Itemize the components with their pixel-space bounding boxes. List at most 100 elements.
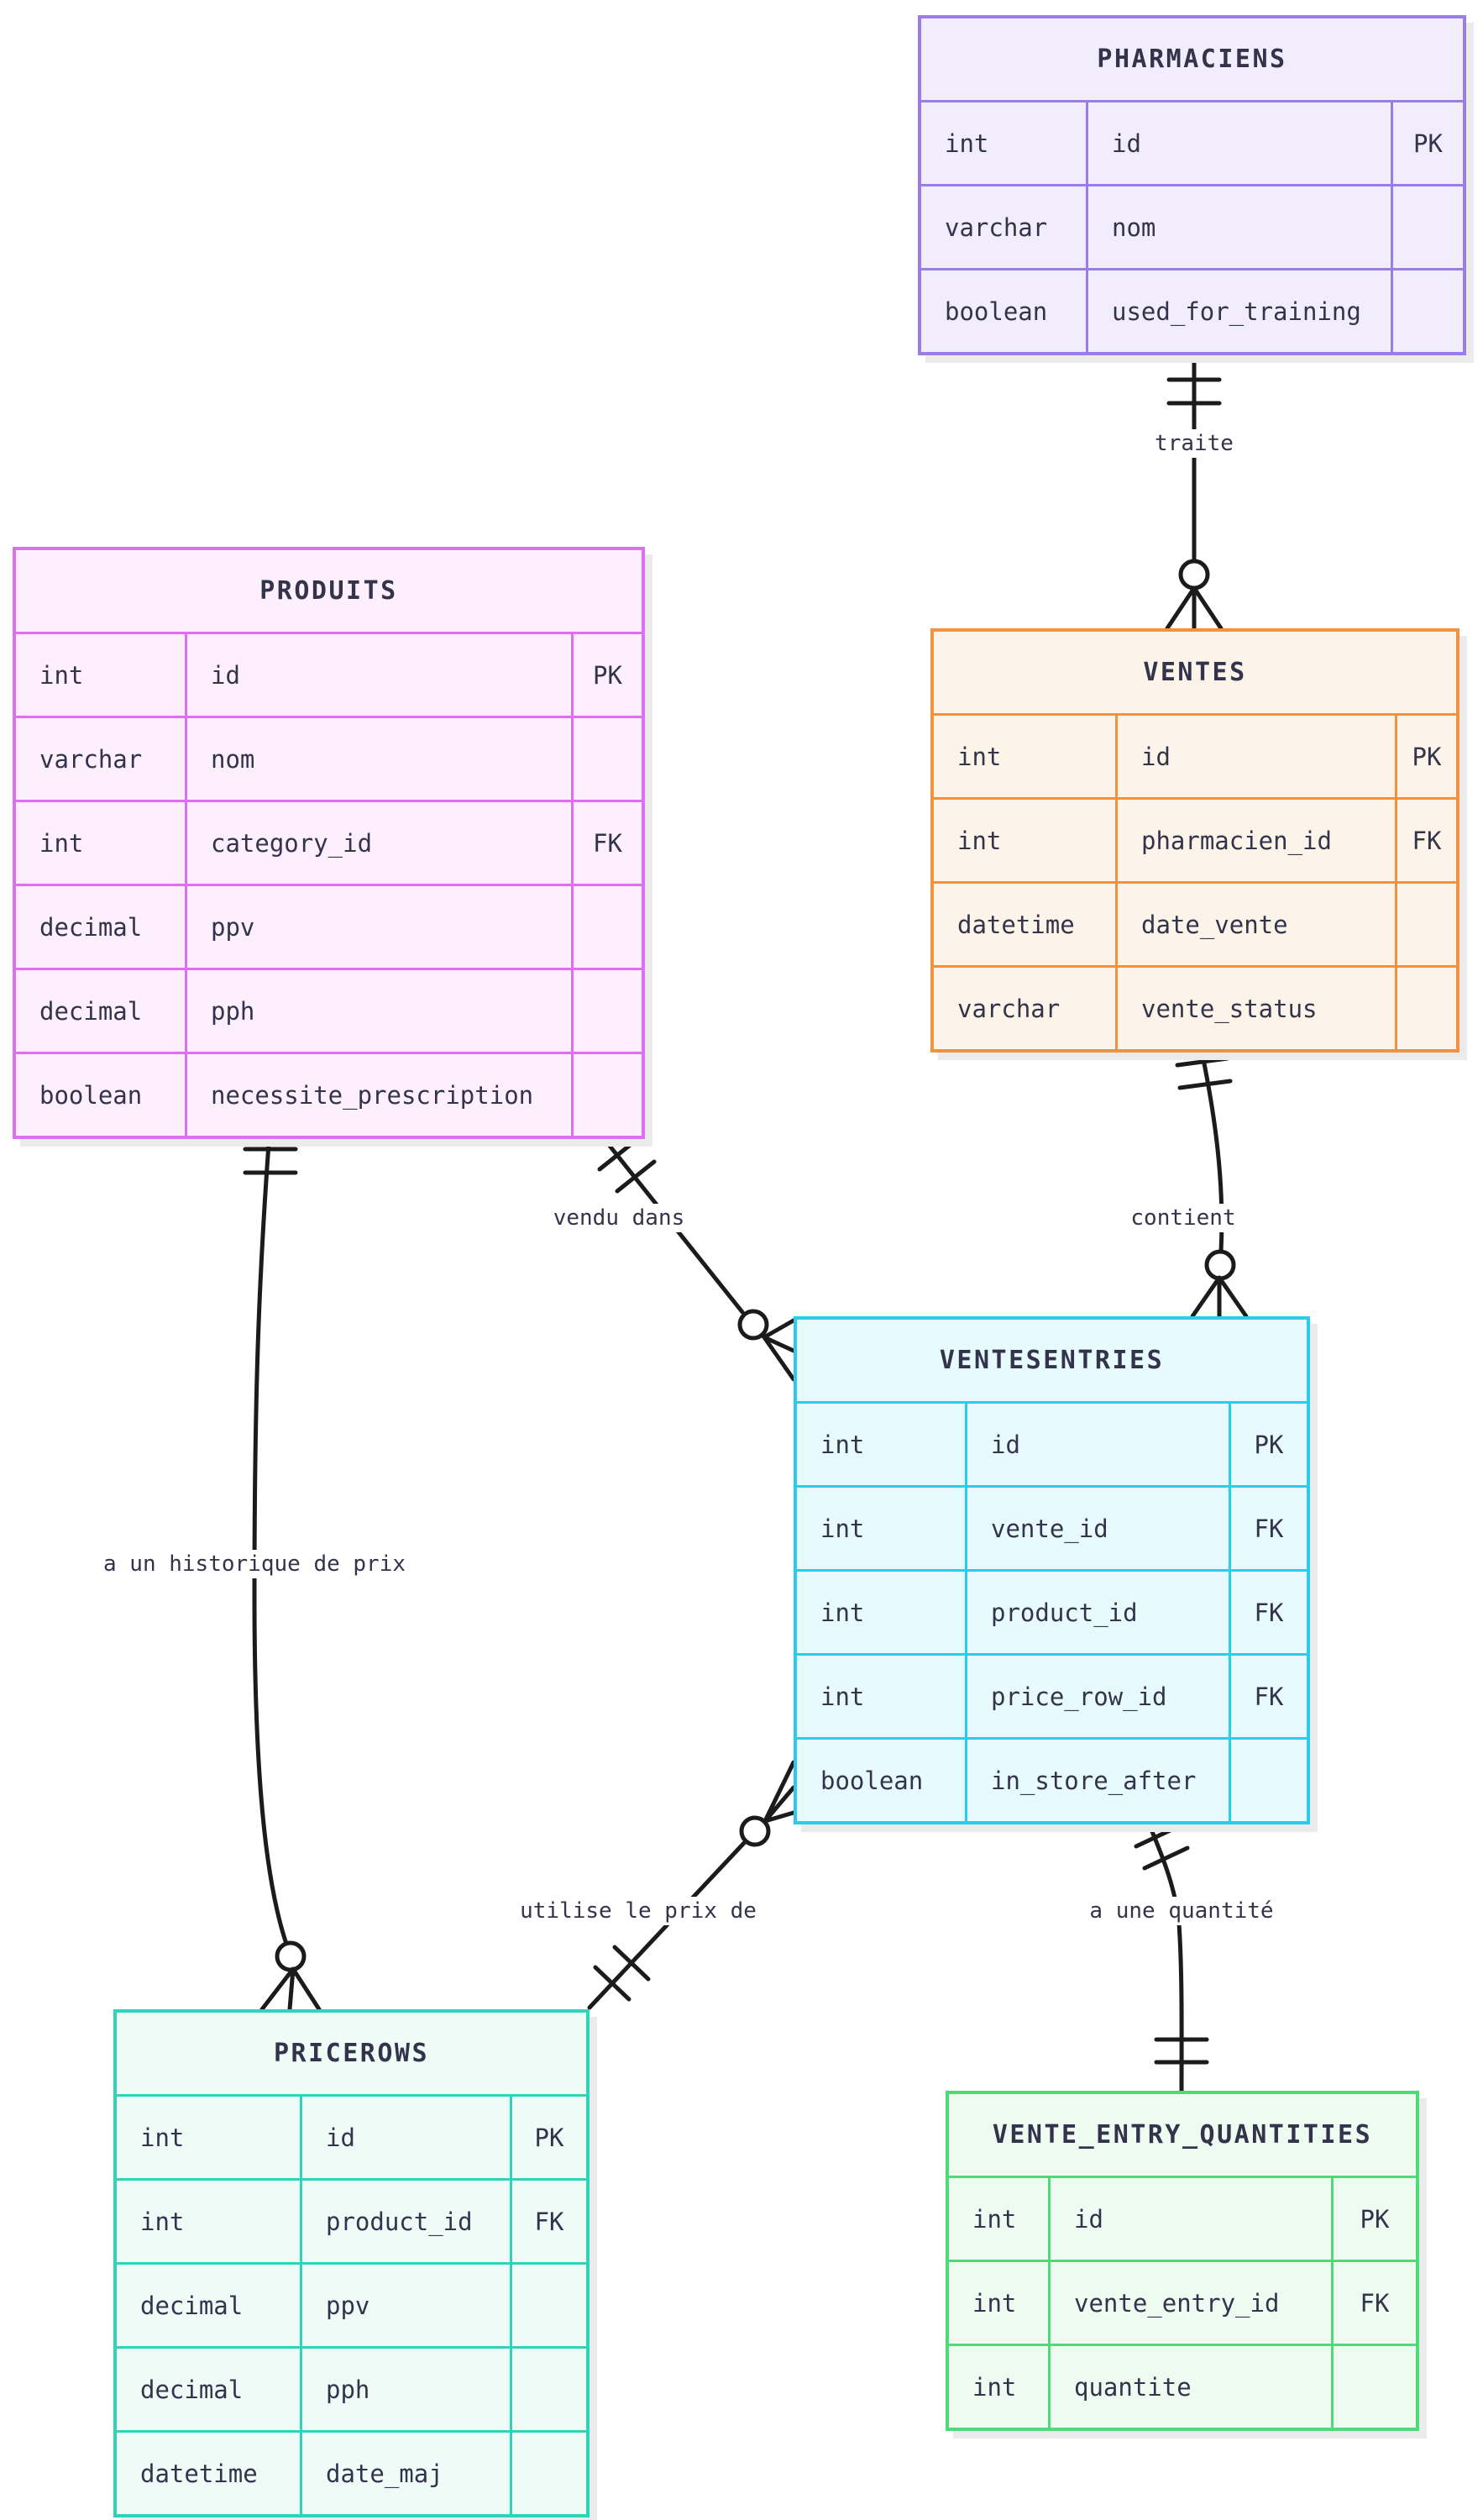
attribute-key [574,886,642,968]
attribute-key [512,2433,586,2514]
attribute-type: decimal [16,886,185,968]
relationship-utilise-le-prix-de [587,1760,796,2010]
attribute-key [1231,1740,1307,1821]
attribute-key: PK [1393,102,1463,184]
attribute-type: int [797,1656,965,1737]
attribute-type: int [117,2097,300,2178]
relationship-label-utilise-le-prix-de: utilise le prix de [513,1897,763,1925]
attribute-type: decimal [117,2349,300,2430]
attribute-name: date_maj [302,2433,510,2514]
attribute-name: nom [1088,186,1391,268]
attribute-name: product_id [302,2181,510,2262]
attribute-name: nom [187,718,571,800]
attribute-name: used_for_training [1088,270,1391,352]
attribute-type: int [949,2346,1048,2428]
attribute-key: PK [1397,716,1456,797]
attribute-type: int [16,634,185,716]
attribute-type: int [934,716,1115,797]
attribute-key: PK [574,634,642,716]
attribute-type: int [934,800,1115,881]
attribute-key: FK [1231,1572,1307,1653]
relationship-contient [1175,1037,1249,1319]
attribute-type: int [921,102,1086,184]
attribute-key [574,970,642,1052]
attribute-type: int [797,1572,965,1653]
entity-title-ventesentries: VENTESENTRIES [797,1320,1307,1401]
attribute-key [1397,884,1456,965]
attribute-type: int [949,2178,1048,2260]
entity-title-pharmaciens: PHARMACIENS [921,18,1463,100]
attribute-name: ppv [187,886,571,968]
attribute-key [574,718,642,800]
attribute-key [1393,270,1463,352]
attribute-name: pharmacien_id [1118,800,1395,881]
attribute-type: int [949,2262,1048,2344]
attribute-name: product_id [967,1572,1229,1653]
attribute-key: FK [512,2181,586,2262]
relationship-label-traite: traite [1148,429,1240,458]
entity-title-pricerows: PRICEROWS [117,2013,586,2094]
attribute-name: necessite_prescription [187,1054,571,1136]
attribute-type: datetime [117,2433,300,2514]
attribute-type: boolean [921,270,1086,352]
attribute-key [1334,2346,1416,2428]
attribute-name: category_id [187,802,571,884]
attribute-key: FK [1334,2262,1416,2344]
attribute-type: boolean [797,1740,965,1821]
attribute-key: FK [1231,1488,1307,1569]
attribute-key [1397,968,1456,1049]
attribute-key [1393,186,1463,268]
attribute-name: id [187,634,571,716]
attribute-name: in_store_after [967,1740,1229,1821]
relationship-a-une-quantite [1134,1805,1209,2093]
relationship-label-contient: contient [1124,1204,1243,1232]
attribute-name: ppv [302,2265,510,2346]
attribute-type: datetime [934,884,1115,965]
attribute-name: vente_id [967,1488,1229,1569]
attribute-key: PK [512,2097,586,2178]
attribute-key: PK [1231,1404,1307,1485]
attribute-key: FK [574,802,642,884]
attribute-name: id [1051,2178,1331,2260]
attribute-type: int [117,2181,300,2262]
attribute-key [574,1054,642,1136]
attribute-key: FK [1397,800,1456,881]
attribute-name: pph [187,970,571,1052]
relationship-traite [1165,340,1224,631]
entity-title-ventes: VENTES [934,632,1456,713]
relationship-label-vendu-dans: vendu dans [546,1204,692,1232]
attribute-type: int [797,1404,965,1485]
attribute-type: varchar [921,186,1086,268]
attribute-name: price_row_id [967,1656,1229,1737]
entity-title-vente_entry_quantities: VENTE_ENTRY_QUANTITIES [949,2094,1416,2176]
attribute-type: varchar [934,968,1115,1049]
attribute-type: boolean [16,1054,185,1136]
entity-title-produits: PRODUITS [16,550,642,632]
attribute-name: vente_status [1118,968,1395,1049]
attribute-key: PK [1334,2178,1416,2260]
relationship-vendu-dans [587,1118,796,1382]
relationship-historique-de-prix [243,1118,322,2012]
relationship-label-a-une-quantite: a une quantité [1082,1897,1281,1925]
attribute-name: vente_entry_id [1051,2262,1331,2344]
attribute-name: id [1088,102,1391,184]
attribute-name: id [1118,716,1395,797]
attribute-key [512,2349,586,2430]
attribute-type: varchar [16,718,185,800]
attribute-name: quantite [1051,2346,1331,2428]
attribute-type: int [16,802,185,884]
attribute-name: date_vente [1118,884,1395,965]
attribute-type: int [797,1488,965,1569]
attribute-key: FK [1231,1656,1307,1737]
relationship-label-historique-de-prix: a un historique de prix [96,1550,413,1578]
attribute-name: id [302,2097,510,2178]
attribute-name: id [967,1404,1229,1485]
attribute-type: decimal [117,2265,300,2346]
